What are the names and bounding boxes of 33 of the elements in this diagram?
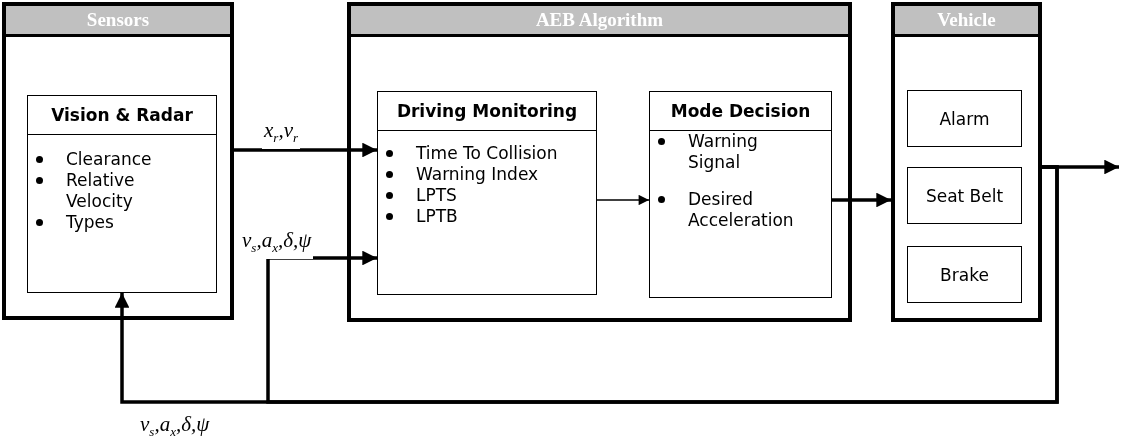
component-box <box>907 90 1022 147</box>
bullet-text: Relative Velocity <box>66 170 135 211</box>
bullet-text: LPTS <box>416 185 457 205</box>
module-title: Vision & Radar <box>51 105 193 125</box>
group-title: Sensors <box>86 9 150 31</box>
arrow <box>266 165 1059 404</box>
group-box <box>347 2 852 322</box>
module-box <box>649 91 832 298</box>
bullet-text: Desired Acceleration <box>688 189 794 230</box>
component-label: Alarm <box>939 108 990 129</box>
bullet-text: Time To Collision <box>416 143 558 163</box>
module-title: Driving Monitoring <box>396 101 578 121</box>
arrow <box>596 194 650 206</box>
bullet-text: Warning Signal <box>688 131 758 172</box>
component-box <box>907 246 1022 303</box>
component-label: Seat Belt <box>925 185 1004 206</box>
arrow <box>234 142 377 158</box>
arrow <box>832 192 891 208</box>
component-label: Brake <box>940 264 989 285</box>
bullet-text: Clearance <box>66 149 152 169</box>
module-box <box>27 95 217 293</box>
group-box <box>2 2 234 320</box>
group-box <box>891 2 1042 322</box>
bullet-text: Types <box>66 212 114 232</box>
group-title: Vehicle <box>937 9 996 31</box>
component-box <box>907 167 1022 224</box>
module-title: Mode Decision <box>670 101 811 121</box>
edge-label: v$_{s}$,a$_{x}$,δ,ψ <box>240 229 314 260</box>
group-title: AEB Algorithm <box>535 9 664 31</box>
module-box <box>377 91 597 295</box>
bullet-text: Warning Index <box>416 164 539 184</box>
bullet-text: LPTB <box>416 206 458 226</box>
edge-label: v$_{s}$,a$_{x}$,δ,ψ <box>138 413 212 438</box>
